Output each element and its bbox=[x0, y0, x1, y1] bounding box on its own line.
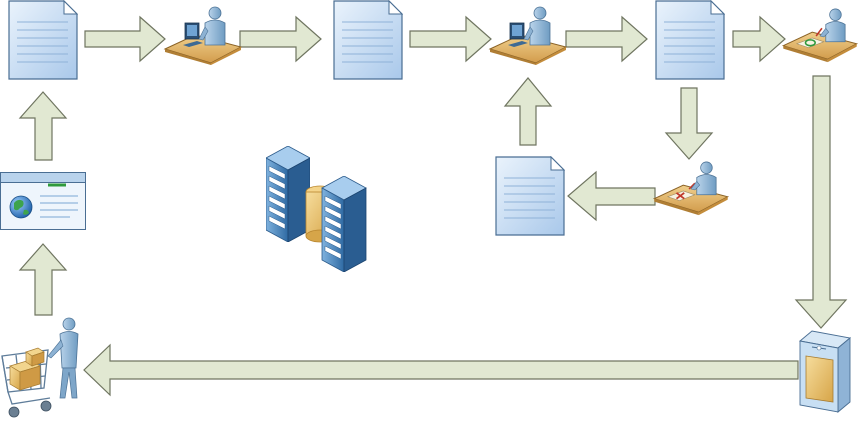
person-at-computer-desk-icon bbox=[164, 6, 242, 65]
arrow-package-to-shopper bbox=[83, 343, 799, 397]
document-icon bbox=[655, 0, 725, 80]
arrow-web-to-doc1 bbox=[18, 91, 68, 161]
arrow-doc4-to-worker2 bbox=[503, 77, 553, 146]
server-racks-database-icon bbox=[266, 146, 367, 272]
person-approving-at-desk-icon bbox=[782, 8, 858, 63]
arrow-worker1-to-doc2 bbox=[239, 15, 322, 63]
shopper-with-cart-icon bbox=[1, 317, 79, 418]
arrow-doc1-to-worker1 bbox=[84, 15, 166, 63]
person-rejecting-at-desk-icon bbox=[653, 161, 729, 216]
arrow-doc3-to-approver bbox=[732, 15, 786, 63]
arrow-doc2-to-worker2 bbox=[409, 15, 492, 63]
arrow-shopper-to-web bbox=[18, 243, 68, 316]
web-browser-globe-icon bbox=[0, 172, 86, 230]
arrow-approver-to-package bbox=[794, 75, 848, 329]
document-icon bbox=[333, 0, 403, 80]
document-icon bbox=[8, 0, 78, 80]
person-at-computer-desk-icon bbox=[489, 6, 567, 65]
shipping-package-icon bbox=[798, 330, 852, 413]
document-icon bbox=[495, 156, 565, 236]
arrow-doc3-to-rejecter bbox=[664, 87, 714, 160]
arrow-worker2-to-doc3 bbox=[565, 15, 648, 63]
arrow-rejecter-to-doc4 bbox=[567, 170, 656, 222]
